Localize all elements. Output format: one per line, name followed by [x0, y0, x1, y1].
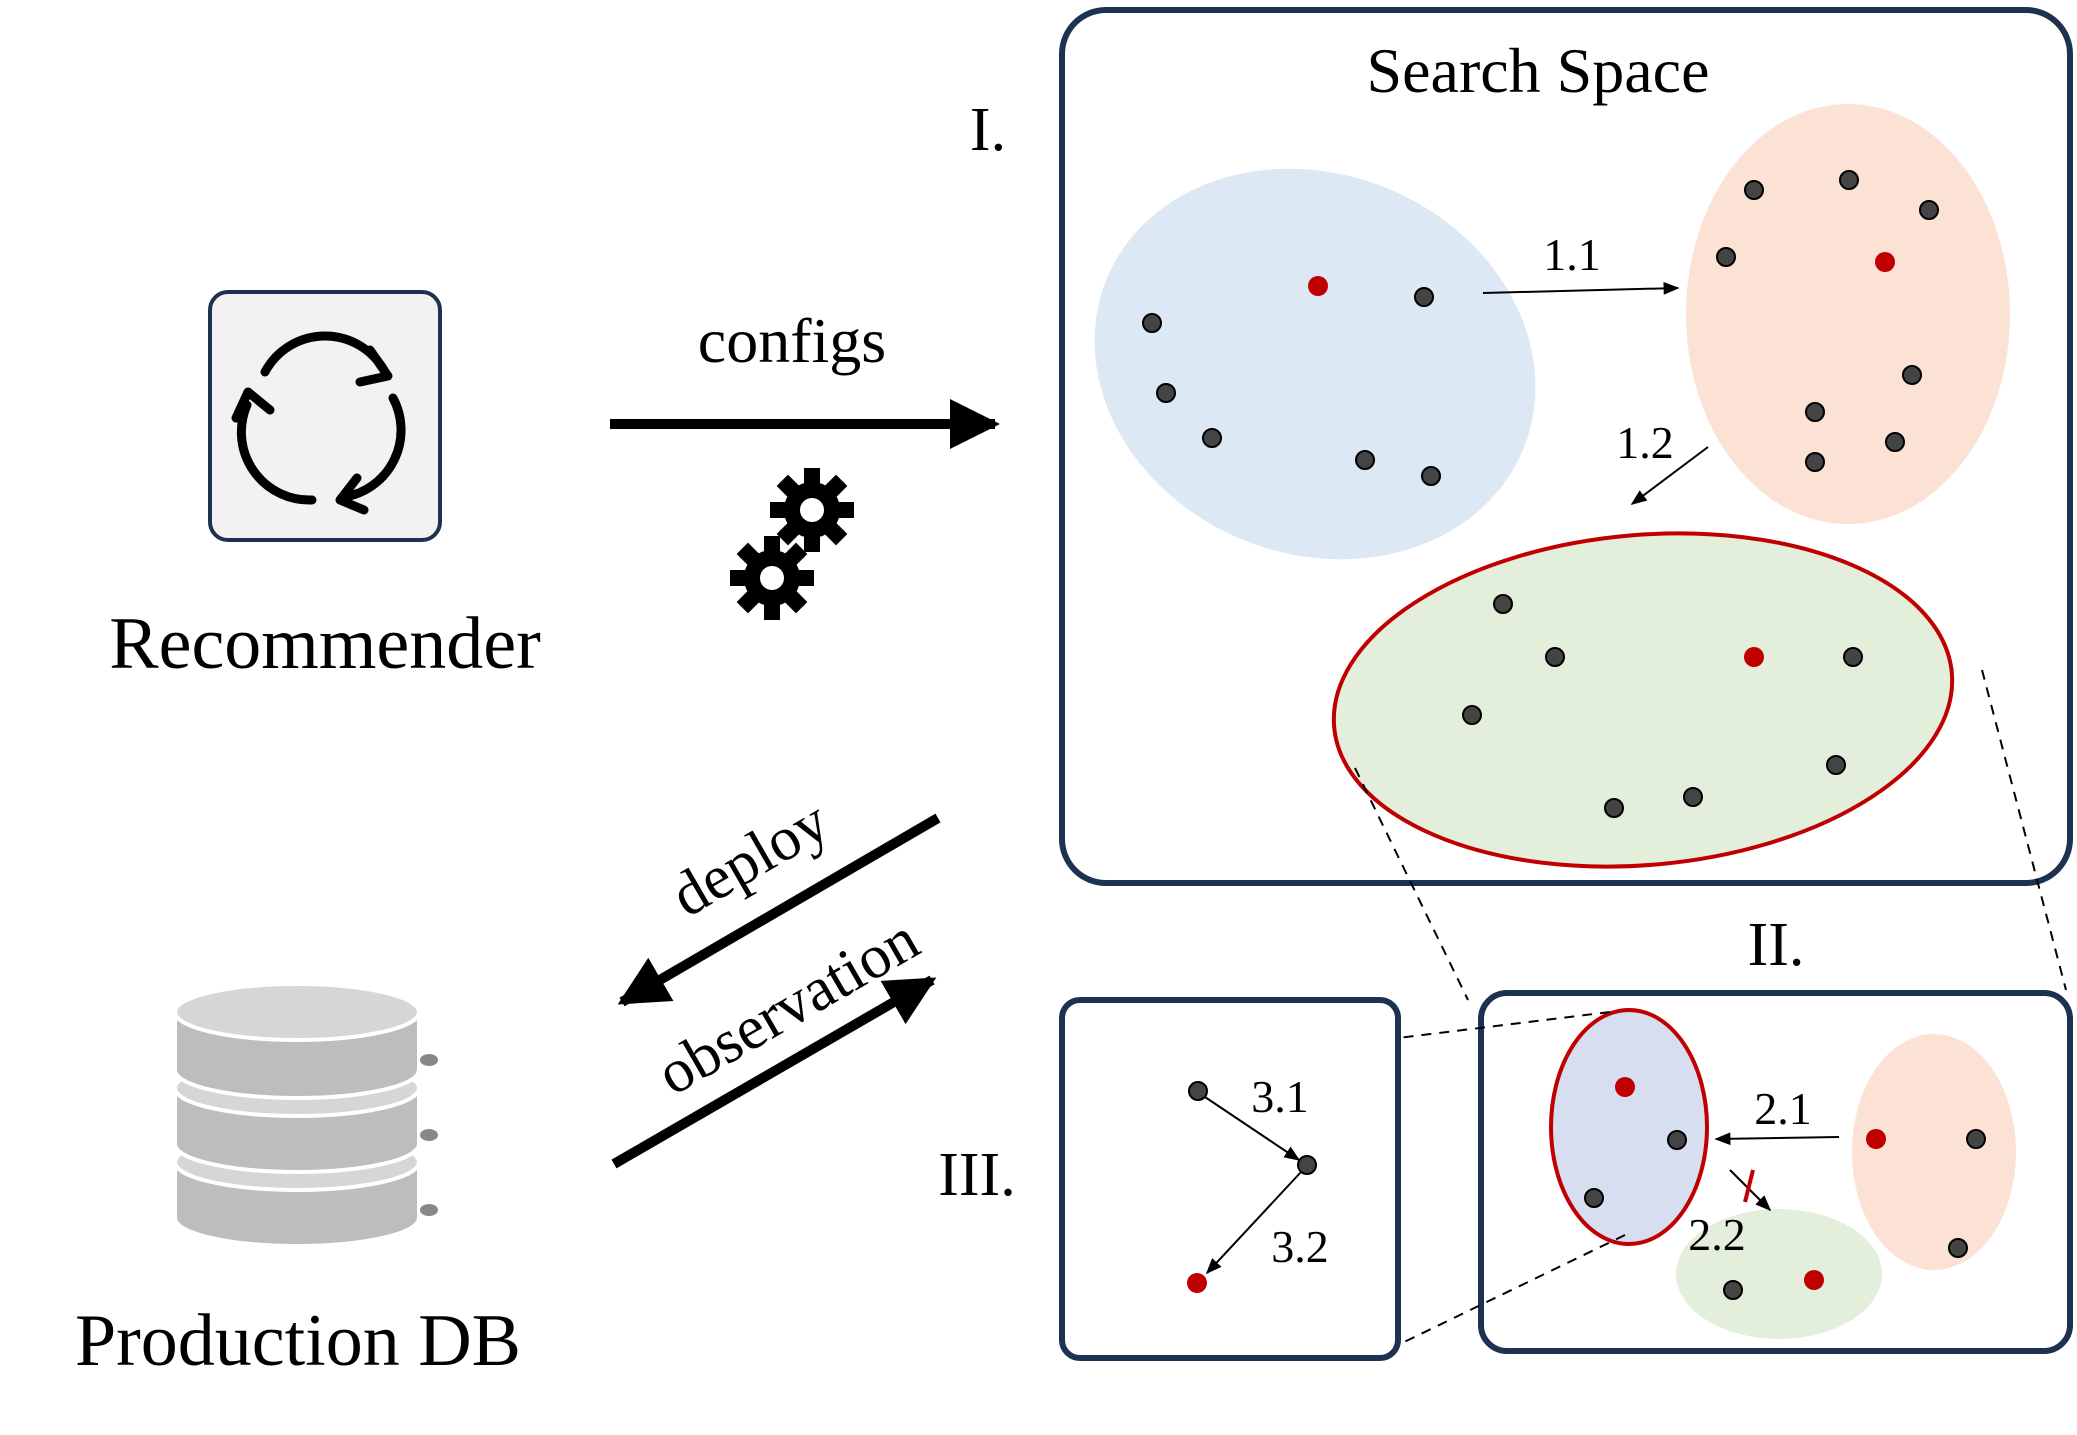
config-point-best [1866, 1129, 1886, 1149]
config-point [1355, 450, 1375, 470]
config-point [1142, 313, 1162, 333]
config-point [1188, 1081, 1208, 1101]
config-point [1545, 647, 1565, 667]
search-space-title: Search Space [1367, 35, 1710, 106]
database-icon [173, 982, 438, 1248]
config-point [1297, 1155, 1317, 1175]
deploy-label: deploy [660, 787, 840, 930]
gears-icon [730, 468, 854, 620]
arrow-2-1 [1714, 1132, 1840, 1146]
config-point [1584, 1188, 1604, 1208]
panel-two: 2.1 2.2 [1478, 990, 2073, 1354]
configs-label: configs [698, 305, 886, 376]
config-point [1744, 180, 1764, 200]
config-point [1843, 647, 1863, 667]
observation-arrow-line [611, 975, 937, 1169]
config-point [1462, 705, 1482, 725]
blue-cluster-points [1142, 276, 1441, 486]
config-point-best [1308, 276, 1328, 296]
orange-cluster-zoom [1852, 1034, 2016, 1270]
blue-cluster-zoom [1549, 1008, 1709, 1246]
config-point [1826, 755, 1846, 775]
arrow-3-2 [1205, 1171, 1302, 1275]
config-point [1716, 247, 1736, 267]
section-two-label: II. [1748, 911, 1805, 979]
config-point [1839, 170, 1859, 190]
config-point [1723, 1280, 1743, 1300]
config-point [1902, 365, 1922, 385]
panel-three: 3.1 3.2 [1059, 997, 1401, 1361]
arrow-2-2-blocked-mark [1743, 1169, 1755, 1203]
configs-arrow: configs [610, 305, 1000, 449]
config-point [1683, 787, 1703, 807]
database-label: Production DB [75, 1300, 521, 1382]
config-point [1202, 428, 1222, 448]
config-point-best [1744, 647, 1764, 667]
zoom-lines-one [1354, 669, 2067, 1001]
arrow-1-2 [1630, 446, 1709, 505]
config-point [1919, 200, 1939, 220]
config-point-best [1804, 1270, 1824, 1290]
arrow-3-1-label: 3.1 [1251, 1071, 1309, 1122]
green-cluster-zoom [1676, 1209, 1882, 1339]
config-point-best [1875, 252, 1895, 272]
section-three-label: III. [938, 1141, 1015, 1209]
arrow-1-2-label: 1.2 [1616, 417, 1674, 468]
config-point [1493, 594, 1513, 614]
panel-three-frame [1059, 997, 1401, 1361]
green-cluster [1331, 531, 1955, 869]
config-point-best [1187, 1273, 1207, 1293]
arrow-3-1 [1204, 1096, 1301, 1161]
orange-cluster-points [1716, 170, 1939, 472]
config-point-best [1615, 1077, 1635, 1097]
recommender-node: Recommender [109, 290, 541, 685]
arrow-2-1-label: 2.1 [1754, 1083, 1812, 1134]
arrow-1-1-label: 1.1 [1543, 229, 1601, 280]
search-space-panel: Search Space [1059, 7, 2073, 886]
config-point [1805, 402, 1825, 422]
config-point [1667, 1130, 1687, 1150]
config-point [1414, 287, 1434, 307]
config-point [1885, 432, 1905, 452]
blue-cluster [1094, 168, 1536, 560]
config-point [1805, 452, 1825, 472]
arrow-1-1 [1482, 281, 1680, 295]
recommender-label: Recommender [109, 603, 541, 685]
zoom-lines-two [1397, 1011, 1626, 1346]
config-point [1604, 798, 1624, 818]
config-point [1948, 1238, 1968, 1258]
refresh-cycle-icon [231, 331, 406, 515]
config-point [1156, 383, 1176, 403]
orange-cluster [1686, 104, 2010, 524]
section-one-label: I. [970, 96, 1006, 164]
arrow-3-2-label: 3.2 [1271, 1221, 1329, 1272]
green-cluster-points [1462, 594, 1863, 818]
config-point [1421, 466, 1441, 486]
deploy-arrow-line [617, 813, 941, 1007]
arrow-2-2-label: 2.2 [1688, 1209, 1746, 1260]
config-point [1966, 1129, 1986, 1149]
observation-arrow: observation [611, 905, 937, 1169]
